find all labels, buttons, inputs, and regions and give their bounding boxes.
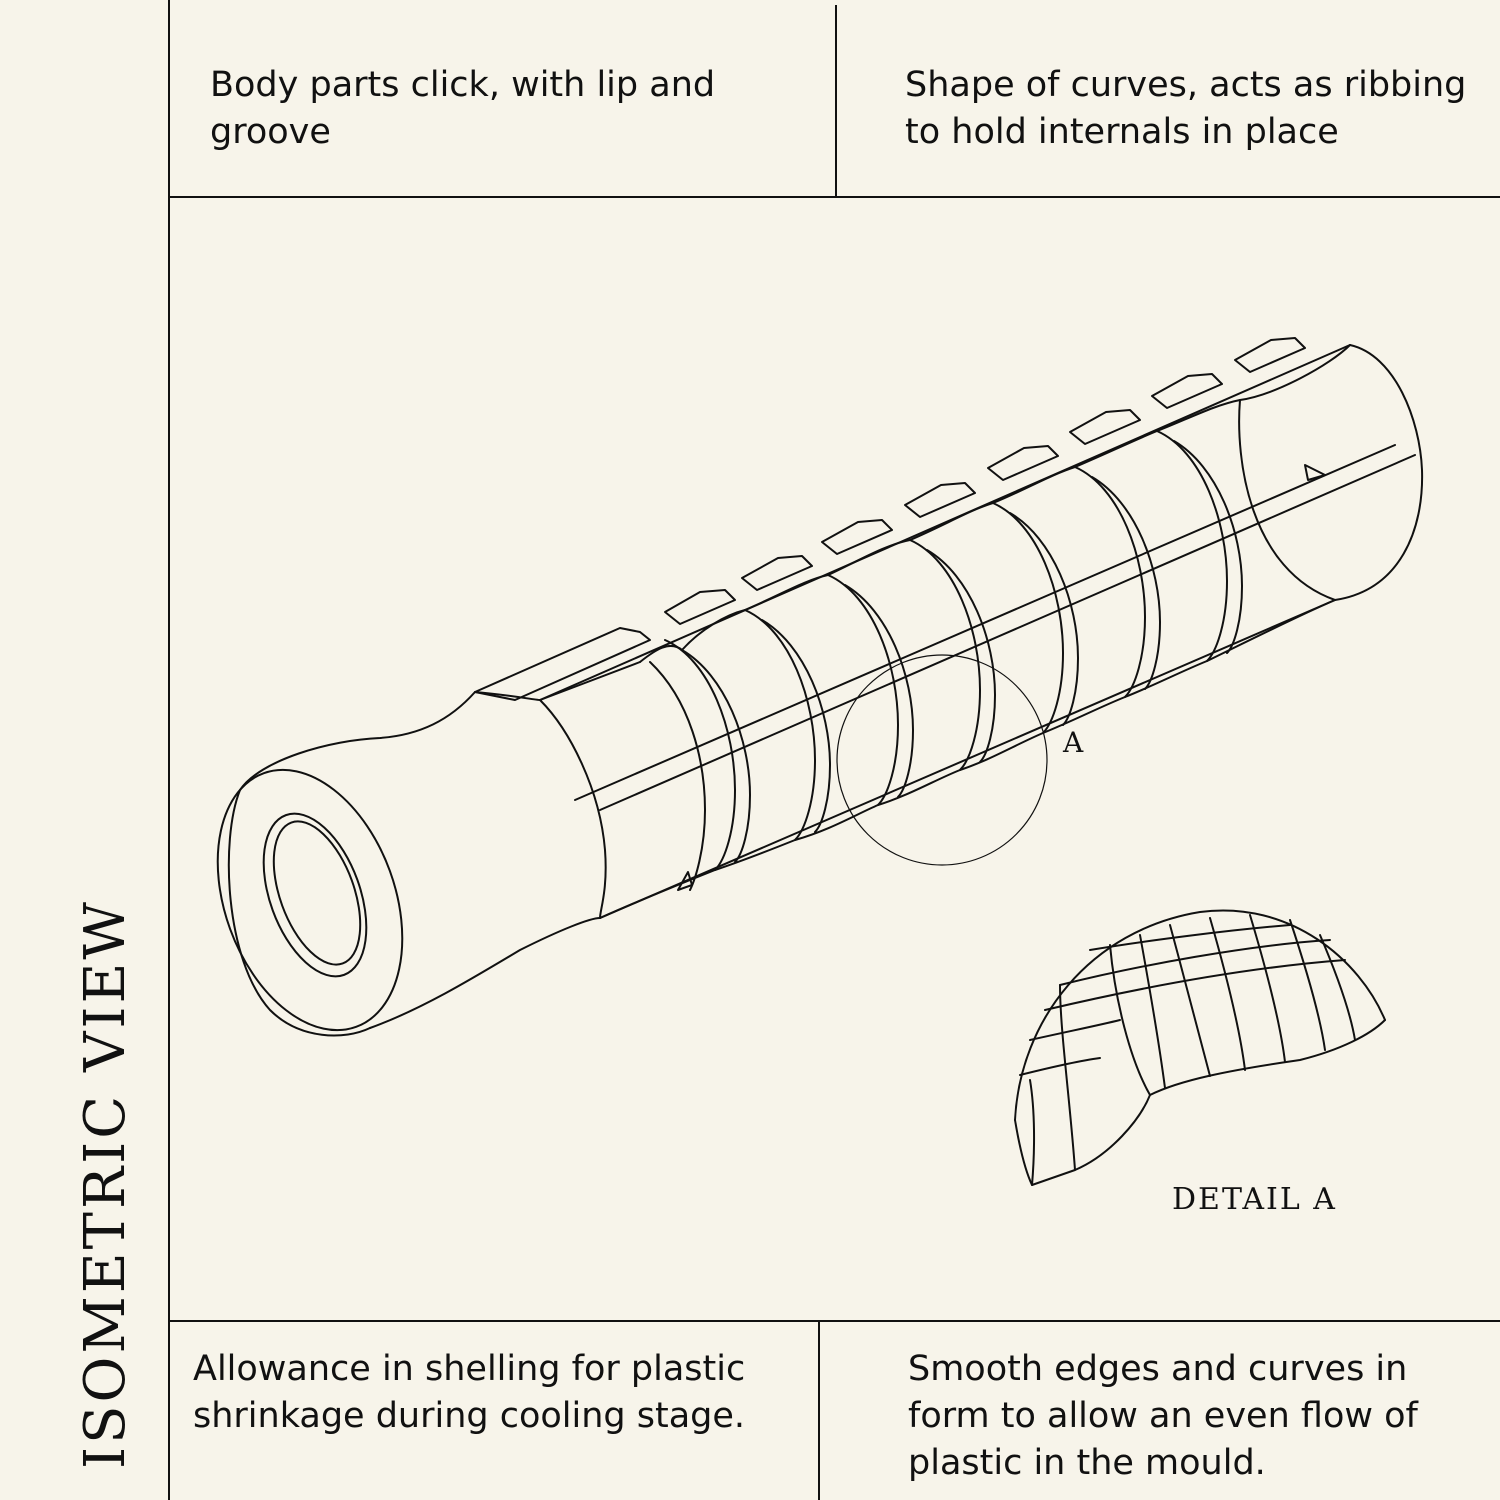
body-top-edge (539, 344, 1351, 701)
top-divider-line (168, 196, 1500, 198)
detail-callout-circle (836, 654, 1048, 866)
bottom-vertical-divider (818, 1320, 820, 1500)
ring-valley-top (639, 399, 1241, 663)
note-smooth-edges: Smooth edges and curves in form to allow… (908, 1349, 1418, 1483)
handle-inner-rim (262, 812, 368, 978)
handle-upper (239, 691, 476, 791)
body-parting-line-2 (574, 444, 1396, 801)
front-collar-line (649, 661, 706, 891)
handle-outer-shell (227, 789, 371, 1037)
handle-inner-rim-2 (272, 820, 362, 966)
handle-lower (369, 917, 601, 1029)
note-lip-and-groove: Body parts click, with lip and groove (210, 65, 716, 152)
handle-outer-rim (216, 768, 404, 1032)
note-curve-ribbing: Shape of curves, acts as ribbing to hold… (905, 65, 1467, 152)
section-arrow-rear (1304, 464, 1326, 481)
left-border-line (168, 0, 170, 1500)
rear-end-ring (1238, 399, 1336, 601)
top-rib-tabs (474, 337, 1306, 701)
ring-valley-bottom (599, 599, 1336, 919)
ribbing-rings (664, 430, 1243, 871)
top-vertical-divider (835, 5, 837, 197)
front-collar-curve (539, 699, 607, 919)
rear-end-inner (1239, 344, 1351, 401)
section-arrow-front (677, 871, 693, 891)
detail-a-view (1014, 909, 1386, 1186)
rear-end-cap (1334, 344, 1424, 601)
front-collar-top (539, 661, 641, 701)
bottom-divider-line (168, 1320, 1500, 1322)
callout-label-a: A (1062, 726, 1084, 759)
handle-waist (474, 691, 541, 701)
body-parting-line (599, 454, 1416, 811)
detail-a-caption: DETAIL A (1172, 1182, 1337, 1217)
note-shrinkage-allowance: Allowance in shelling for plastic shrink… (193, 1349, 746, 1436)
